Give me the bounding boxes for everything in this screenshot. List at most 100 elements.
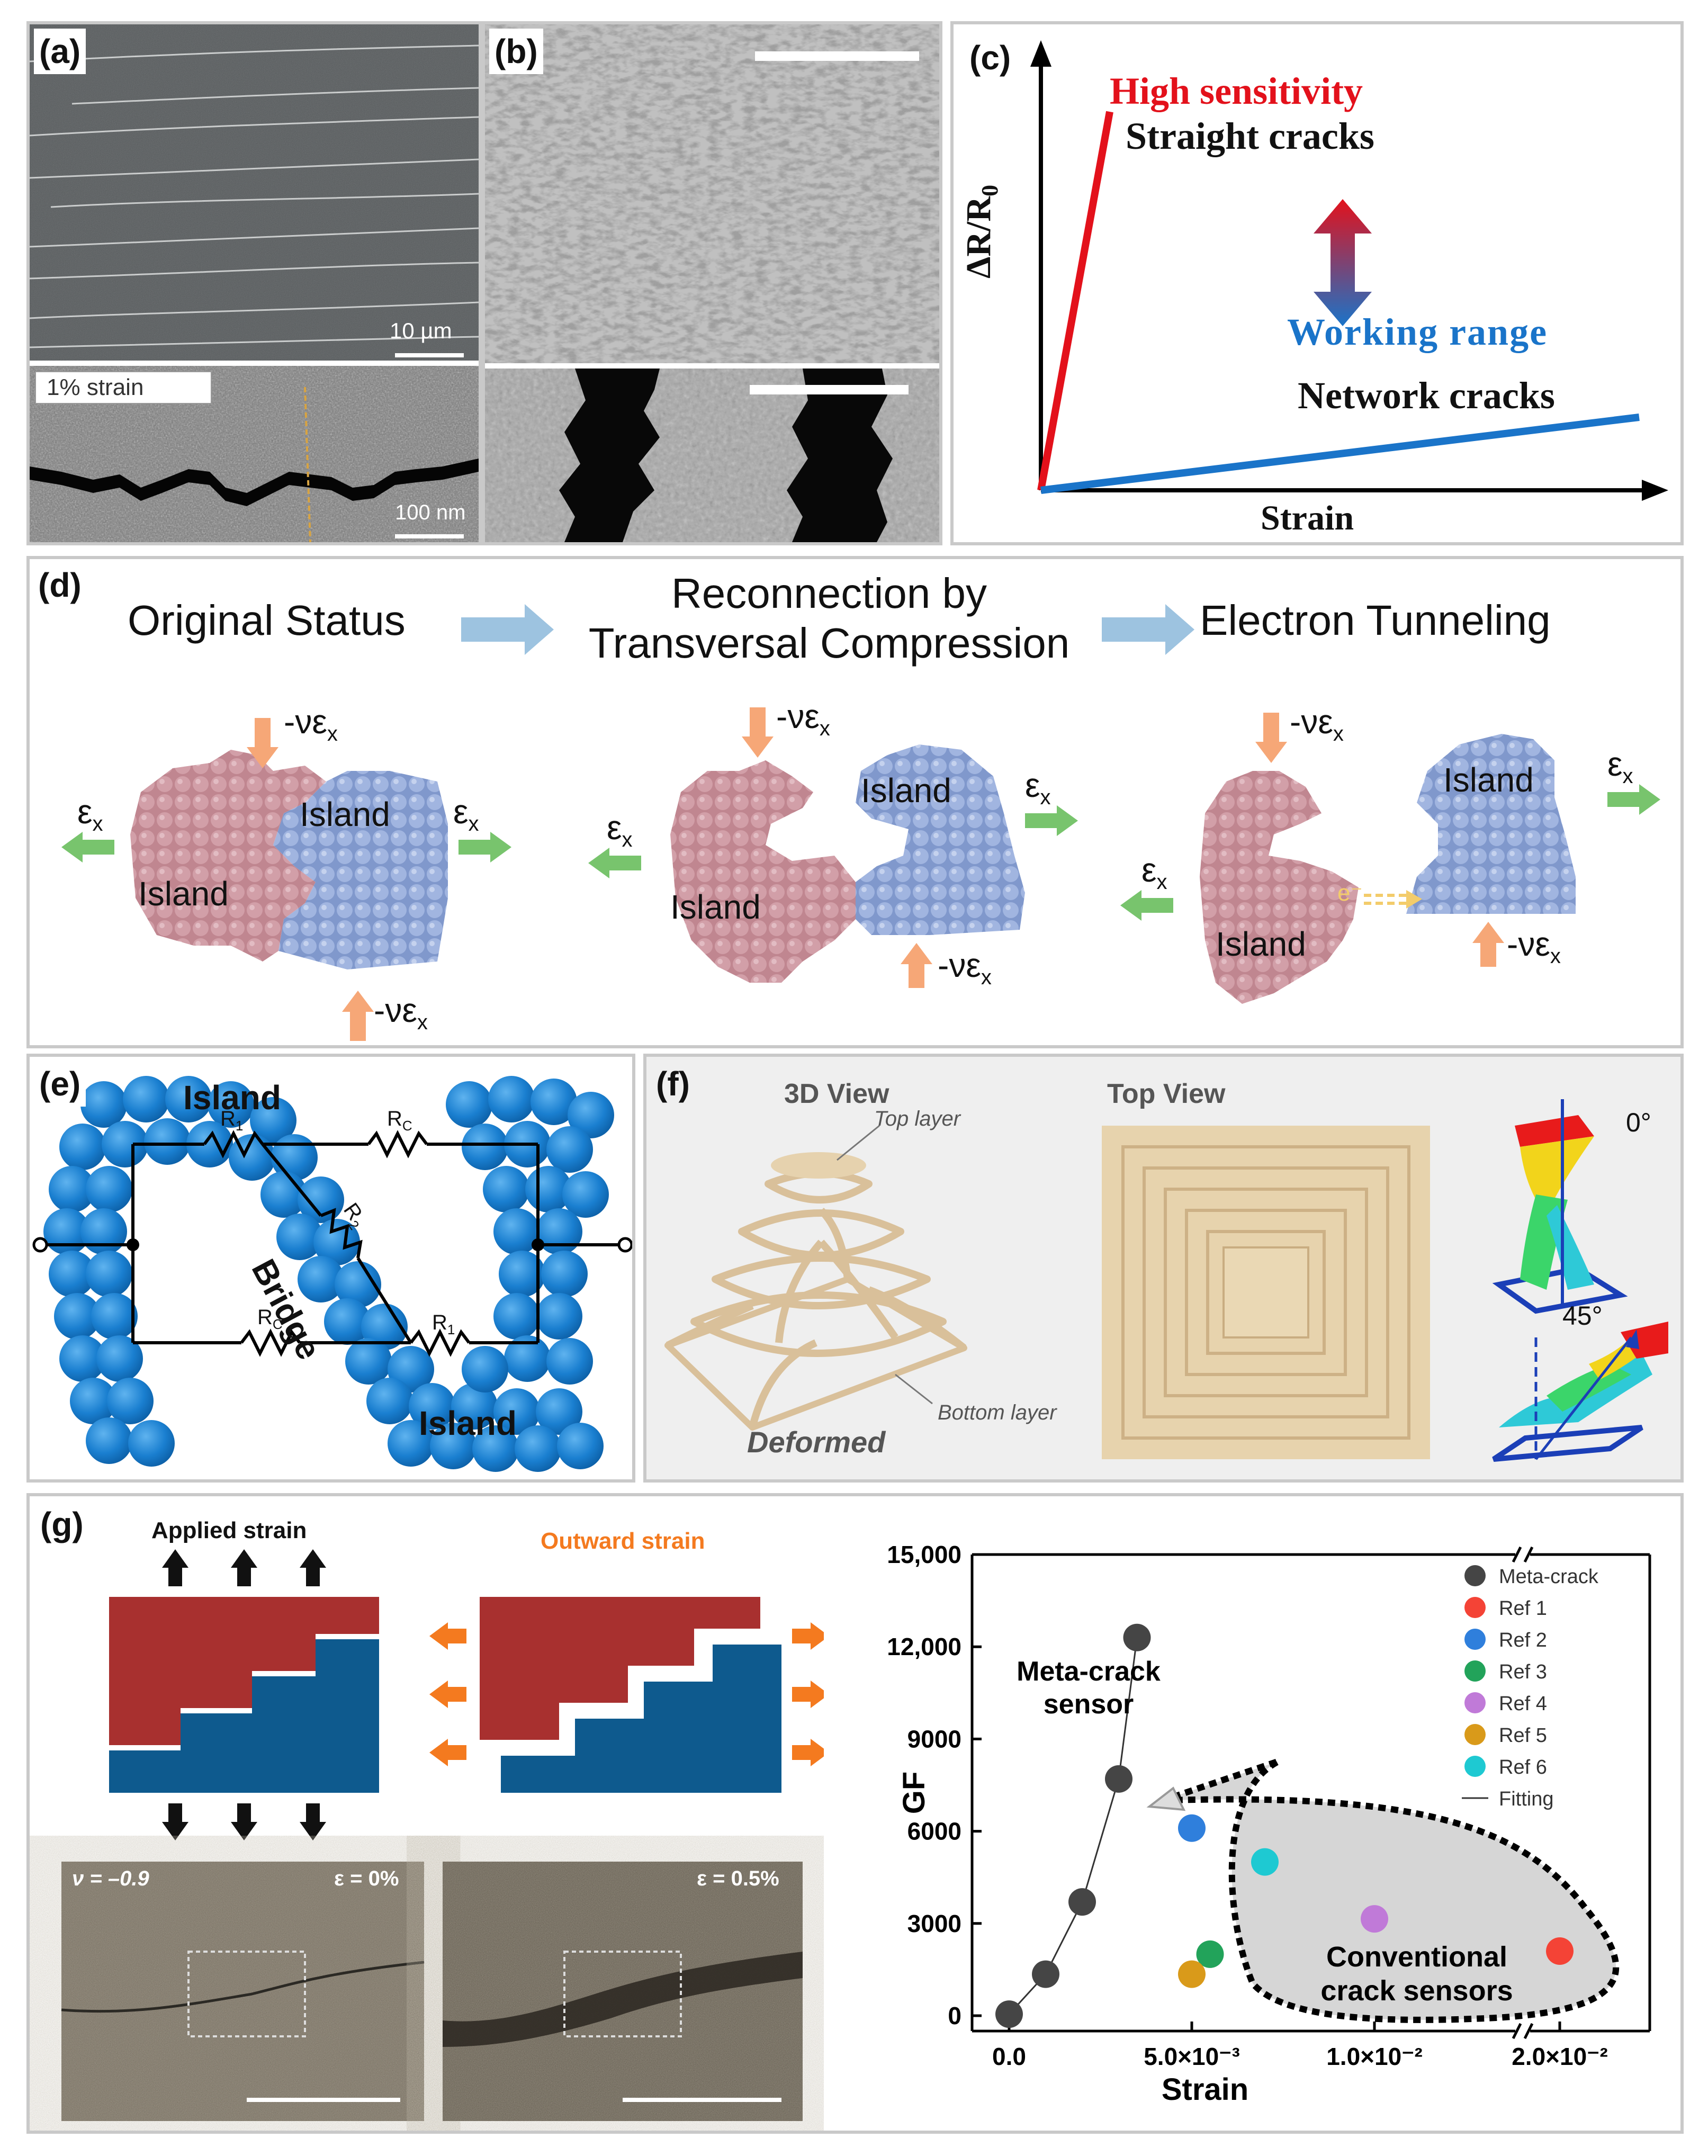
d3-neg-strain-bottom: -νεx <box>1507 925 1561 968</box>
micrograph-eps05 <box>443 1862 803 2121</box>
e-rc-bottom: RC <box>257 1306 283 1332</box>
d2-strain-left: εx <box>607 808 633 851</box>
f-deformed-label: Deformed <box>747 1425 886 1459</box>
d1-neg-strain-top: -νεx <box>284 703 338 745</box>
data-point-meta-crack <box>1123 1623 1151 1651</box>
legend-marker <box>1464 1724 1486 1745</box>
d2-neg-strain-top: -νεx <box>776 697 830 740</box>
strain-tag: 1% strain <box>35 371 212 404</box>
x-tick-label: 1.0×10⁻² <box>1326 2043 1423 2070</box>
legend-label: Ref 2 <box>1499 1629 1547 1651</box>
conventional-annotation: crack sensors <box>1320 1975 1513 2007</box>
legend-marker <box>1464 1565 1486 1586</box>
straight-cracks-label: Straight cracks <box>1126 115 1374 157</box>
f-3d-view-title: 3D View <box>784 1079 889 1109</box>
sem-straight-cracks-image <box>30 24 479 361</box>
micrograph-eps0 <box>61 1862 425 2121</box>
lattice-top-view <box>1102 1126 1430 1459</box>
d1-island-left: Island <box>138 875 229 913</box>
legend-marker <box>1464 1692 1486 1713</box>
meta-crack-sensor-annotation: sensor <box>1044 1689 1134 1720</box>
d2-island-bottom: Island <box>670 888 761 926</box>
d2-neg-strain-bottom: -νεx <box>938 946 992 989</box>
axis-break-mark <box>1523 2023 1534 2040</box>
scale-bar-label-bottom: 100 nm <box>395 501 466 524</box>
data-point-ref-1 <box>1546 1937 1574 1965</box>
legend-label: Ref 6 <box>1499 1756 1547 1778</box>
poisson-ratio-label: ν = –0.9 <box>72 1867 149 1890</box>
stage-reconnection-line1: Reconnection by <box>671 570 987 617</box>
panel-d: (d) Original Status Reconnection by Tran… <box>26 556 1684 1048</box>
stage-reconnection: Reconnection by Transversal Compression <box>559 569 1099 668</box>
conventional-region <box>1161 1758 1620 2023</box>
y-tick-label: 0 <box>948 2002 961 2029</box>
stage-original-status: Original Status <box>128 597 406 644</box>
panel-b-label: (b) <box>489 29 543 74</box>
x-tick-label: 5.0×10⁻³ <box>1144 2043 1240 2070</box>
d2-strain-right: εx <box>1025 766 1051 809</box>
legend-label: Fitting <box>1499 1788 1553 1810</box>
fea-simulation-45deg <box>1492 1322 1668 1462</box>
x-axis-title: Strain <box>1162 2072 1248 2107</box>
scale-bar-label-top: 10 µm <box>390 318 452 343</box>
e-rc-top: RC <box>387 1107 412 1134</box>
panel-c-label: (c) <box>964 35 1017 80</box>
d1-strain-right: εx <box>453 793 479 836</box>
e-island-top: Island <box>183 1079 281 1117</box>
axis-break-mark <box>1523 1546 1534 1563</box>
e-r1-top: R1 <box>220 1107 244 1134</box>
island-mechanism-diagram <box>61 604 1660 1041</box>
y-tick-label: 15,000 <box>887 1541 961 1568</box>
strain-0-label: ε = 0% <box>334 1867 399 1890</box>
data-point-ref-2 <box>1178 1814 1206 1842</box>
panel-c: (c) ΔR/R0 Strain High sensitivity Straig… <box>950 21 1684 545</box>
panel-g-label: (g) <box>35 1502 89 1547</box>
c-x-axis-label: Strain <box>1261 499 1354 537</box>
circuit-wires <box>40 1130 628 1357</box>
d3-neg-strain-top: -νεx <box>1290 703 1344 745</box>
panel-b: (b) <box>482 21 942 545</box>
region-arrow-icon <box>1146 1786 1186 1811</box>
sem-network-cracks-image <box>485 24 939 363</box>
data-point-ref-6 <box>1251 1848 1279 1876</box>
f-top-layer-label: Top layer <box>874 1107 961 1130</box>
state1-islands <box>130 750 448 969</box>
applied-strain-block <box>109 1549 379 1840</box>
f-bottom-layer-label: Bottom layer <box>938 1401 1057 1424</box>
electron-tunnel-arrow <box>1364 890 1422 909</box>
network-crack-line <box>1040 414 1640 494</box>
e-r1-bottom: R1 <box>432 1311 455 1337</box>
x-tick-label: 0.0 <box>992 2043 1026 2070</box>
tradeoff-double-arrow <box>1314 199 1372 326</box>
compression-arrows <box>247 707 1504 1041</box>
stage-electron-tunneling: Electron Tunneling <box>1200 597 1551 644</box>
tension-arrows <box>61 784 1660 921</box>
legend-label: Ref 3 <box>1499 1661 1547 1683</box>
panel-f: (f) <box>643 1054 1684 1483</box>
working-range-label: Working range <box>1287 311 1548 353</box>
outward-strain-block <box>429 1597 824 1793</box>
panel-e: (e) Island Island Bridge R1 RC R2 RC R1 <box>26 1054 635 1483</box>
network-cracks-label: Network cracks <box>1298 374 1555 417</box>
strain-05-label: ε = 0.5% <box>697 1867 779 1890</box>
panel-a-label: (a) <box>34 29 86 74</box>
legend-marker <box>1464 1629 1486 1650</box>
data-point-meta-crack <box>1068 1888 1096 1916</box>
fea-simulation-0deg <box>1492 1099 1628 1314</box>
meta-crack-schematic <box>61 1549 824 2121</box>
legend-label: Ref 5 <box>1499 1724 1547 1747</box>
sensitivity-range-schematic <box>1030 40 1668 501</box>
d1-island-right: Island <box>300 795 390 833</box>
outward-strain-label: Outward strain <box>541 1528 705 1554</box>
island-bridge-circuit <box>32 1076 632 1472</box>
legend-label: Ref 1 <box>1499 1597 1547 1620</box>
f-angle-45: 45° <box>1562 1301 1603 1331</box>
data-point-ref-3 <box>1196 1940 1224 1968</box>
metamaterial-lattice-figure <box>664 1099 1668 1462</box>
panel-d-label: (d) <box>33 562 87 608</box>
panel-e-label: (e) <box>34 1061 86 1107</box>
state3-islands <box>1200 734 1576 1004</box>
y-tick-label: 12,000 <box>887 1633 961 1660</box>
legend-marker <box>1464 1756 1486 1777</box>
